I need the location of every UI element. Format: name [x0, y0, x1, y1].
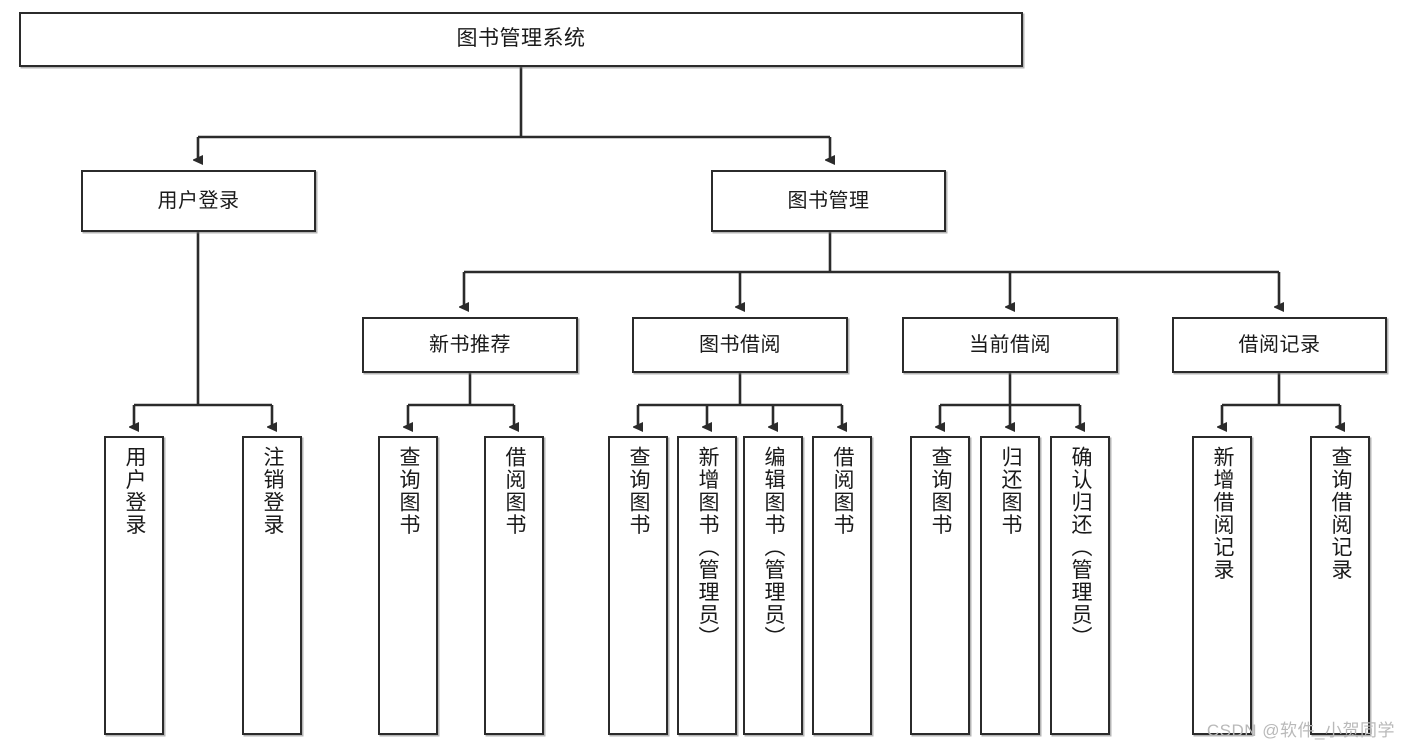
- leaf-book-borrow-edit-book-admin[interactable]: 编辑图书（管理员）: [743, 436, 803, 735]
- node-new-book-recommend[interactable]: 新书推荐: [362, 317, 578, 373]
- node-label: 查询借阅记录: [1329, 446, 1353, 581]
- leaf-borrow-record-add-record[interactable]: 新增借阅记录: [1192, 436, 1252, 735]
- node-label: 确认归还（管理员）: [1069, 446, 1093, 649]
- node-label: 当前借阅: [969, 333, 1051, 356]
- node-label: 图书借阅: [699, 333, 781, 356]
- node-label: 图书管理系统: [456, 27, 586, 51]
- leaf-new-book-borrow-book[interactable]: 借阅图书: [484, 436, 544, 735]
- node-label: 用户登录: [157, 189, 240, 212]
- node-label: 新增借阅记录: [1211, 446, 1235, 581]
- leaf-book-borrow-borrow-book[interactable]: 借阅图书: [812, 436, 872, 735]
- leaf-new-book-query-book[interactable]: 查询图书: [378, 436, 438, 735]
- node-label: 新增图书（管理员）: [696, 446, 720, 649]
- node-borrow-record[interactable]: 借阅记录: [1172, 317, 1387, 373]
- leaf-book-borrow-add-book-admin[interactable]: 新增图书（管理员）: [677, 436, 737, 735]
- node-label: 借阅图书: [503, 446, 527, 536]
- node-book-management[interactable]: 图书管理: [711, 170, 946, 232]
- leaf-user-login-logout[interactable]: 注销登录: [242, 436, 302, 735]
- node-label: 借阅记录: [1238, 333, 1321, 356]
- node-user-login[interactable]: 用户登录: [81, 170, 316, 232]
- node-label: 归还图书: [999, 446, 1023, 536]
- leaf-borrow-record-query-record[interactable]: 查询借阅记录: [1310, 436, 1370, 735]
- node-label: 借阅图书: [831, 446, 855, 536]
- node-label: 新书推荐: [429, 333, 511, 356]
- node-label: 用户登录: [123, 446, 147, 536]
- node-label: 注销登录: [261, 446, 285, 536]
- node-label: 查询图书: [397, 446, 421, 536]
- leaf-user-login-login[interactable]: 用户登录: [104, 436, 164, 735]
- node-label: 查询图书: [627, 446, 651, 536]
- csdn-watermark: CSDN @软件_小贺同学: [1206, 721, 1395, 740]
- leaf-current-borrow-confirm-return-admin[interactable]: 确认归还（管理员）: [1050, 436, 1110, 735]
- leaf-current-borrow-query-book[interactable]: 查询图书: [910, 436, 970, 735]
- node-current-borrow[interactable]: 当前借阅: [902, 317, 1118, 373]
- node-label: 查询图书: [929, 446, 953, 536]
- node-label: 图书管理: [787, 189, 870, 212]
- leaf-current-borrow-return-book[interactable]: 归还图书: [980, 436, 1040, 735]
- node-label: 编辑图书（管理员）: [762, 446, 786, 649]
- node-book-management-system[interactable]: 图书管理系统: [19, 12, 1023, 67]
- leaf-book-borrow-query-book[interactable]: 查询图书: [608, 436, 668, 735]
- node-book-borrow[interactable]: 图书借阅: [632, 317, 848, 373]
